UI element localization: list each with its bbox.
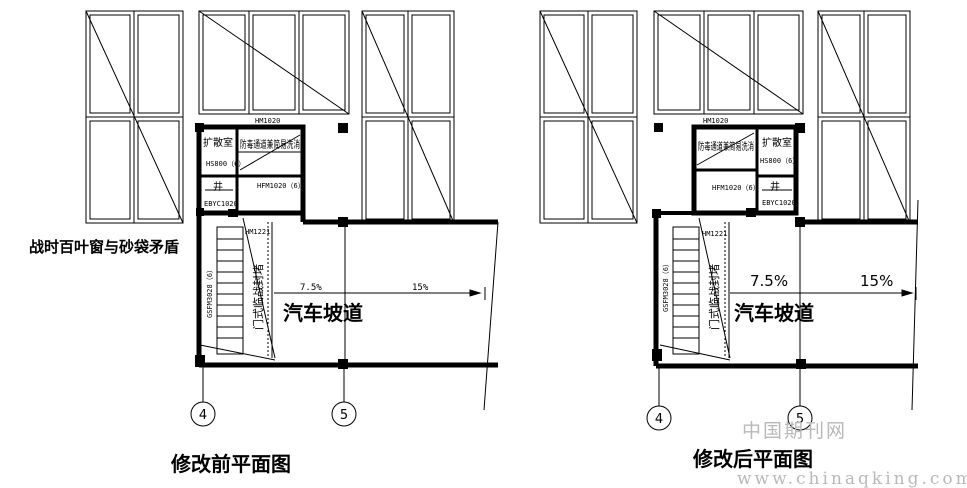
slope-label-2: 15% bbox=[412, 283, 429, 293]
ramp-walls-before bbox=[196, 213, 499, 411]
temp-block-label: 门式临战封堵 bbox=[251, 264, 265, 330]
window-panels-after bbox=[539, 10, 911, 224]
window-panels-before bbox=[85, 10, 455, 224]
temp-block-label: 门式临战封堵 bbox=[707, 264, 721, 330]
code-hs: HS800（6） bbox=[206, 160, 245, 168]
axis-bubble-4: 4 bbox=[655, 412, 663, 427]
room-decon-label: 防毒通道兼简易洗消 bbox=[698, 140, 754, 153]
annotation-conflict: 战时百叶窗与砂袋矛盾 bbox=[29, 238, 179, 256]
code-stair-door: HM1221 bbox=[702, 230, 727, 238]
room-walls-after bbox=[691, 124, 799, 216]
door-code-hf: HFM1020（6） bbox=[257, 182, 305, 190]
door-code-upper: HM1020 bbox=[255, 117, 280, 125]
columns-before bbox=[195, 123, 348, 369]
code-hs: HS800（6） bbox=[760, 157, 799, 165]
slope-label-2: 15% bbox=[860, 272, 893, 290]
axis-bubble-4: 4 bbox=[199, 408, 207, 423]
stair-after bbox=[672, 217, 731, 359]
door-code-upper: HM1020 bbox=[703, 117, 728, 125]
room-expansion-label: 扩散室 bbox=[762, 136, 792, 149]
ramp-label: 汽车坡道 bbox=[734, 301, 814, 325]
axis-grid-before bbox=[190, 367, 357, 427]
room-walls-before bbox=[196, 124, 306, 216]
slope-label-1: 7.5% bbox=[300, 283, 322, 293]
ramp-label: 汽车坡道 bbox=[283, 301, 363, 325]
ramp-walls-after bbox=[653, 199, 919, 411]
plan-after: 汽车坡道 7.5% 15% 扩散室 防毒通道兼简易洗消 井 HM1020 HFM… bbox=[539, 10, 919, 471]
room-shaft-label: 井 bbox=[770, 180, 780, 193]
axis-bubble-5: 5 bbox=[796, 412, 804, 427]
code-stair-door: HM1221 bbox=[245, 228, 270, 236]
code-gsfm: GSFM3028（6） bbox=[206, 266, 214, 318]
code-gsfm: GSFM3028（6） bbox=[662, 260, 670, 312]
axis-bubble-5: 5 bbox=[340, 408, 348, 423]
slope-dimension-after bbox=[730, 222, 917, 366]
axis-grid-after bbox=[646, 368, 813, 431]
code-ebyc: EBYC1020 bbox=[204, 200, 238, 208]
plan-title: 修改前平面图 bbox=[170, 452, 291, 476]
plan-title: 修改后平面图 bbox=[692, 447, 813, 471]
room-shaft-label: 井 bbox=[213, 180, 223, 193]
plan-before: 汽车坡道 7.5% 15% 扩散室 防毒通道兼简易洗消 井 HM1020 HFM… bbox=[29, 10, 499, 476]
watermark-site-cn: 中国期刊网 bbox=[742, 420, 847, 442]
slope-label-1: 7.5% bbox=[750, 272, 788, 290]
room-decon-label: 防毒通道兼简易洗消 bbox=[240, 138, 300, 151]
stair-before bbox=[216, 217, 276, 359]
slope-dimension-before bbox=[274, 222, 486, 365]
door-code-hf: HFM1020（6） bbox=[712, 184, 760, 192]
room-expansion-label: 扩散室 bbox=[203, 136, 233, 149]
watermark-site-url: www.chinaqking.com bbox=[737, 469, 967, 488]
code-ebyc: EBYC1020 bbox=[762, 199, 796, 207]
